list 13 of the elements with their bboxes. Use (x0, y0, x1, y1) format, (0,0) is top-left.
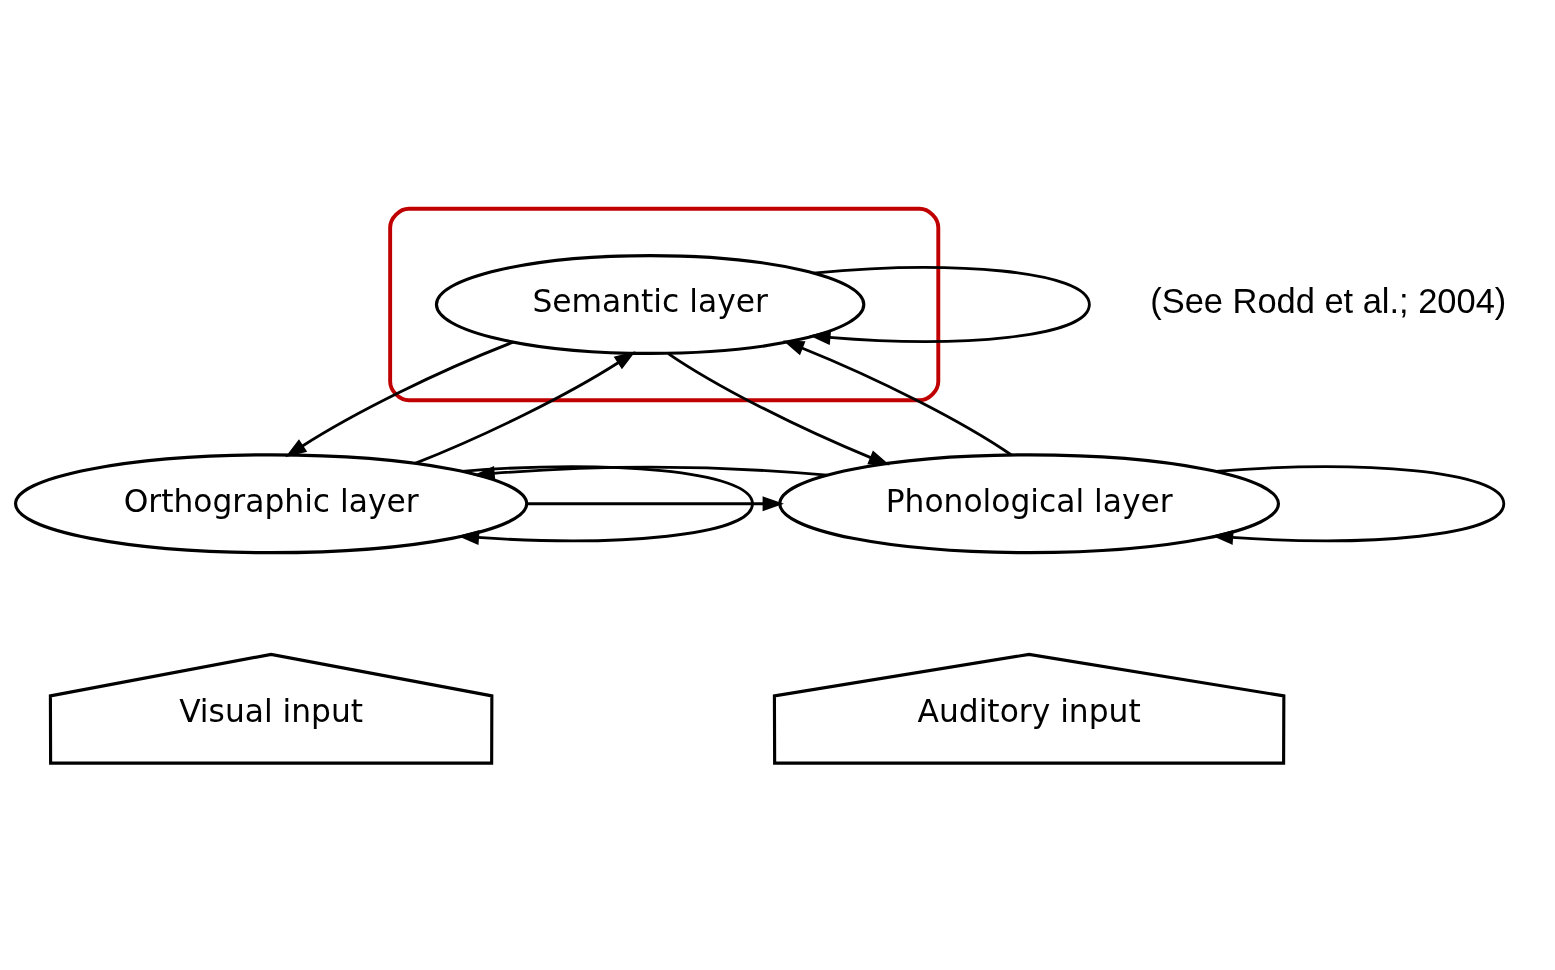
arrow (782, 340, 1013, 456)
label: (See Rodd et al.; 2004) (1150, 281, 1507, 320)
node-ellipse: Orthographic layer (14, 452, 529, 554)
arrow (414, 350, 636, 465)
arrow (527, 495, 784, 511)
cluster (388, 206, 941, 402)
arrow (285, 340, 514, 457)
arrow (667, 351, 890, 465)
node-ellipse: Phonological layer (778, 452, 1280, 554)
arrow (809, 265, 1091, 345)
arrow (457, 464, 754, 545)
arrow (473, 465, 828, 481)
arrow (1211, 464, 1506, 545)
